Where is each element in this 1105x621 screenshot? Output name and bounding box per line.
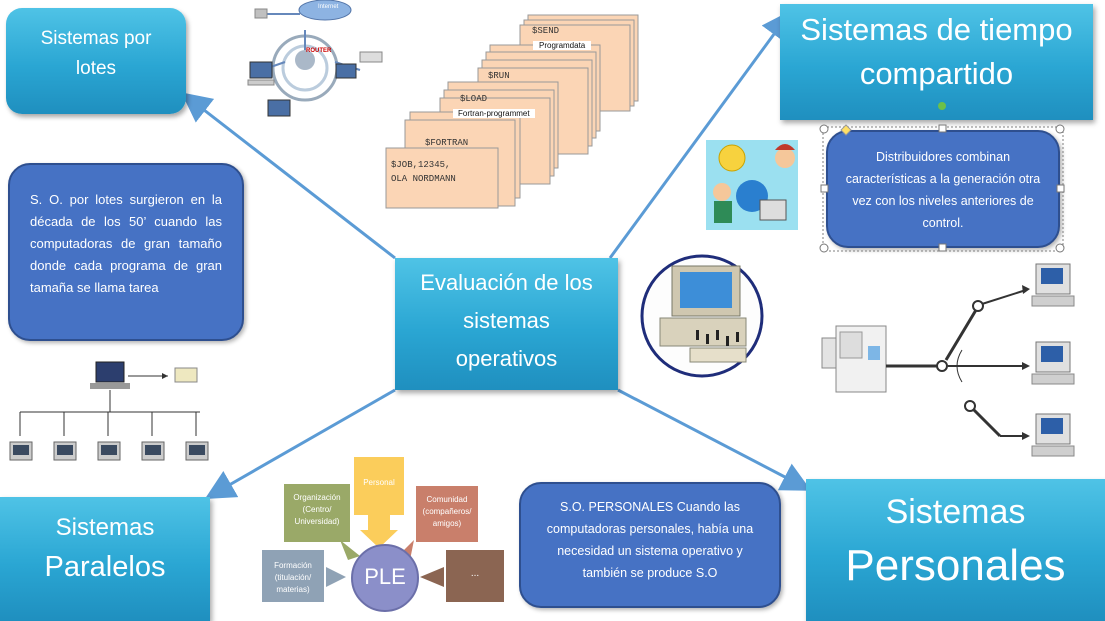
arrow-to-lotes	[181, 92, 396, 260]
arrow-to-personales	[617, 388, 812, 491]
box-evaluacion-center[interactable]: Evaluación de los sistemas operativos	[395, 258, 618, 390]
card-ola-label: OLA NORDMANN	[391, 174, 456, 184]
paralelos-title-line2: Paralelos	[44, 551, 166, 583]
card-fortran-label: $FORTRAN	[425, 138, 469, 148]
desc-tiempo[interactable]: Distribuidores combinan características …	[826, 130, 1060, 248]
lotes-title-line1: Sistemas por	[40, 28, 152, 49]
box-sistemas-paralelos[interactable]: Sistemas Paralelos	[0, 497, 210, 621]
card-run-label: $RUN	[488, 71, 510, 81]
center-title-line3: operativos	[455, 346, 558, 371]
box-sistemas-tiempo-compartido[interactable]: Sistemas de tiempo compartido	[780, 4, 1093, 120]
box-sistemas-personales[interactable]: Sistemas Personales	[806, 479, 1105, 621]
network-router-label: ROUTER	[306, 48, 332, 54]
card-send-label: $SEND	[532, 26, 560, 36]
card-load-label: $LOAD	[460, 94, 488, 104]
desc-personales-text: S.O. PERSONALES Cuando las computadoras …	[546, 500, 754, 580]
center-title-line2: sistemas	[463, 308, 550, 333]
desc-lotes-text: S. O. por lotes surgieron en la década d…	[30, 192, 222, 295]
paralelos-title-line1: Sistemas	[55, 514, 155, 541]
card-programdata-label: Programdata	[533, 41, 592, 50]
personales-title-line1: Sistemas	[885, 493, 1026, 531]
box-sistemas-por-lotes[interactable]: Sistemas por lotes	[6, 8, 186, 114]
desc-lotes: S. O. por lotes surgieron en la década d…	[8, 163, 244, 341]
tiempo-title-line2: compartido	[859, 56, 1014, 91]
card-fortran-programmet-label: Fortran-programmet	[453, 109, 535, 118]
card-job-label: $JOB,12345,	[391, 160, 451, 170]
tiempo-title-line1: Sistemas de tiempo	[800, 12, 1073, 47]
arrow-to-paralelos	[204, 388, 396, 499]
ple-formacion-label: Formación (titulación/ materias)	[274, 561, 312, 594]
ple-personal-label: Personal	[363, 478, 395, 487]
ple-comunidad-label: Comunidad (compañeros/ amigos)	[422, 495, 472, 528]
desc-personales: S.O. PERSONALES Cuando las computadoras …	[519, 482, 781, 608]
ple-center-label: PLE	[364, 564, 406, 589]
arrow-to-tiempo	[608, 10, 792, 259]
lotes-title-line2: lotes	[75, 58, 117, 79]
ple-organizacion-label: Organización (Centro/ Universidad)	[293, 493, 341, 526]
ple-otros-label: ...	[470, 568, 480, 579]
center-title-line1: Evaluación de los	[420, 270, 593, 295]
desc-tiempo-text: Distribuidores combinan características …	[845, 150, 1041, 230]
network-internet-label: Internet	[318, 4, 339, 10]
personales-title-line2: Personales	[845, 541, 1066, 590]
